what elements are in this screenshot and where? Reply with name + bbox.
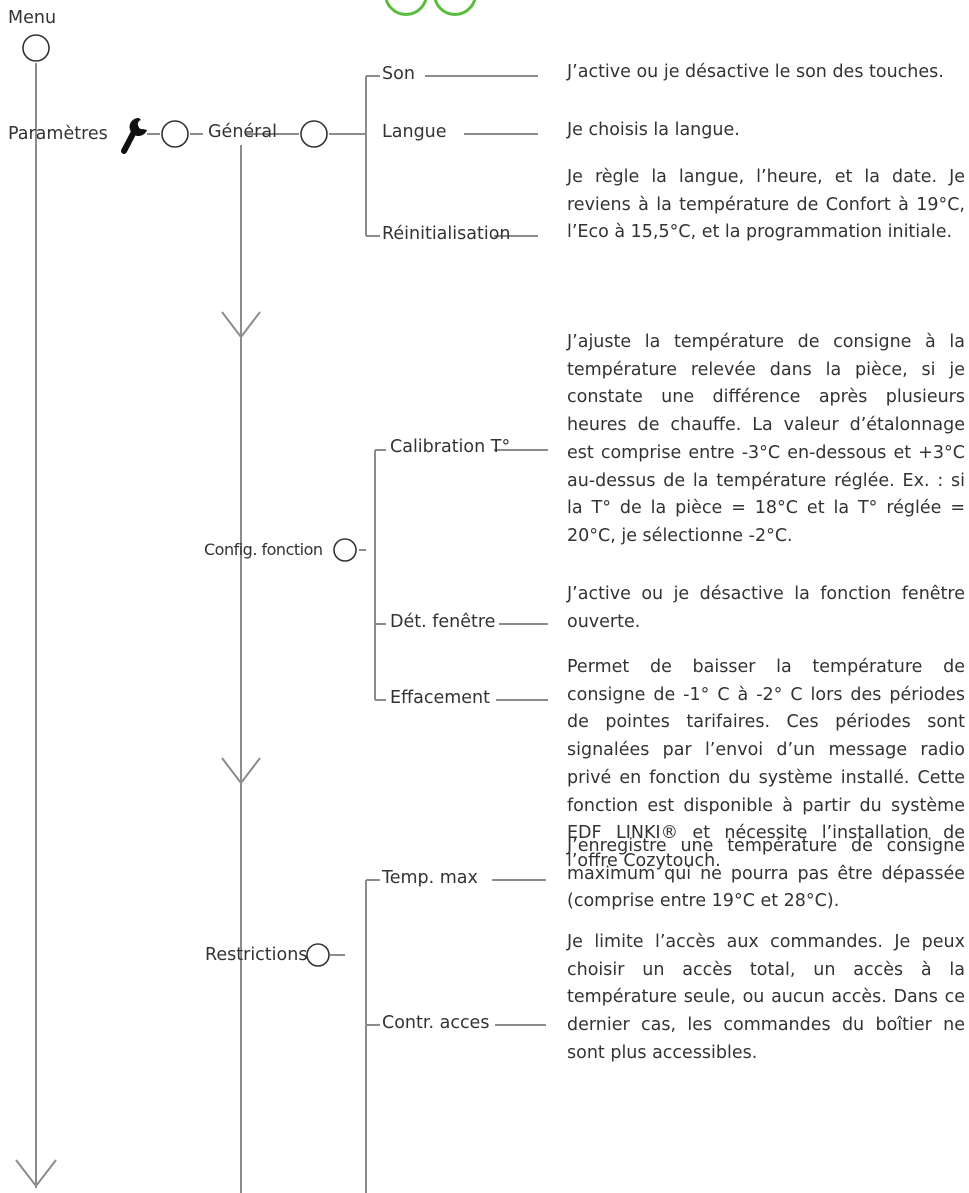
wrench-icon <box>121 117 147 154</box>
son-label[interactable]: Son <box>382 64 415 84</box>
general-label[interactable]: Général <box>208 122 277 142</box>
effacement-label[interactable]: Effacement <box>390 688 490 708</box>
det-fenetre-label[interactable]: Dét. fenêtre <box>390 612 496 632</box>
reinitialisation-label[interactable]: Réinitialisation <box>382 224 511 244</box>
menu-label: Menu <box>8 8 57 28</box>
contr-acces-description: Je limite l’accès aux commandes. Je peux… <box>567 932 965 1063</box>
temp-max-description: J’enregistre une température de consigne… <box>567 836 965 912</box>
langue-label[interactable]: Langue <box>382 122 447 142</box>
parametres-label[interactable]: Paramètres <box>8 124 108 144</box>
effacement-description: Permet de baisser la température de cons… <box>567 657 965 871</box>
det-fenetre-description: J’active ou je désactive la fonction fen… <box>567 584 965 632</box>
reinitialisation-description: Je règle la langue, l’heure, et la date.… <box>567 167 965 243</box>
config-fonction-label[interactable]: Config. fonction <box>204 540 323 559</box>
restrictions-label[interactable]: Restrictions <box>205 945 308 965</box>
calibration-description: J’ajuste la température de consigne à la… <box>567 332 965 546</box>
contr-acces-label[interactable]: Contr. acces <box>382 1013 490 1033</box>
son-description: J’active ou je désactive le son des touc… <box>567 62 944 82</box>
calibration-label[interactable]: Calibration T° <box>390 437 511 457</box>
langue-description: Je choisis la langue. <box>567 120 740 140</box>
temp-max-label[interactable]: Temp. max <box>382 868 478 888</box>
